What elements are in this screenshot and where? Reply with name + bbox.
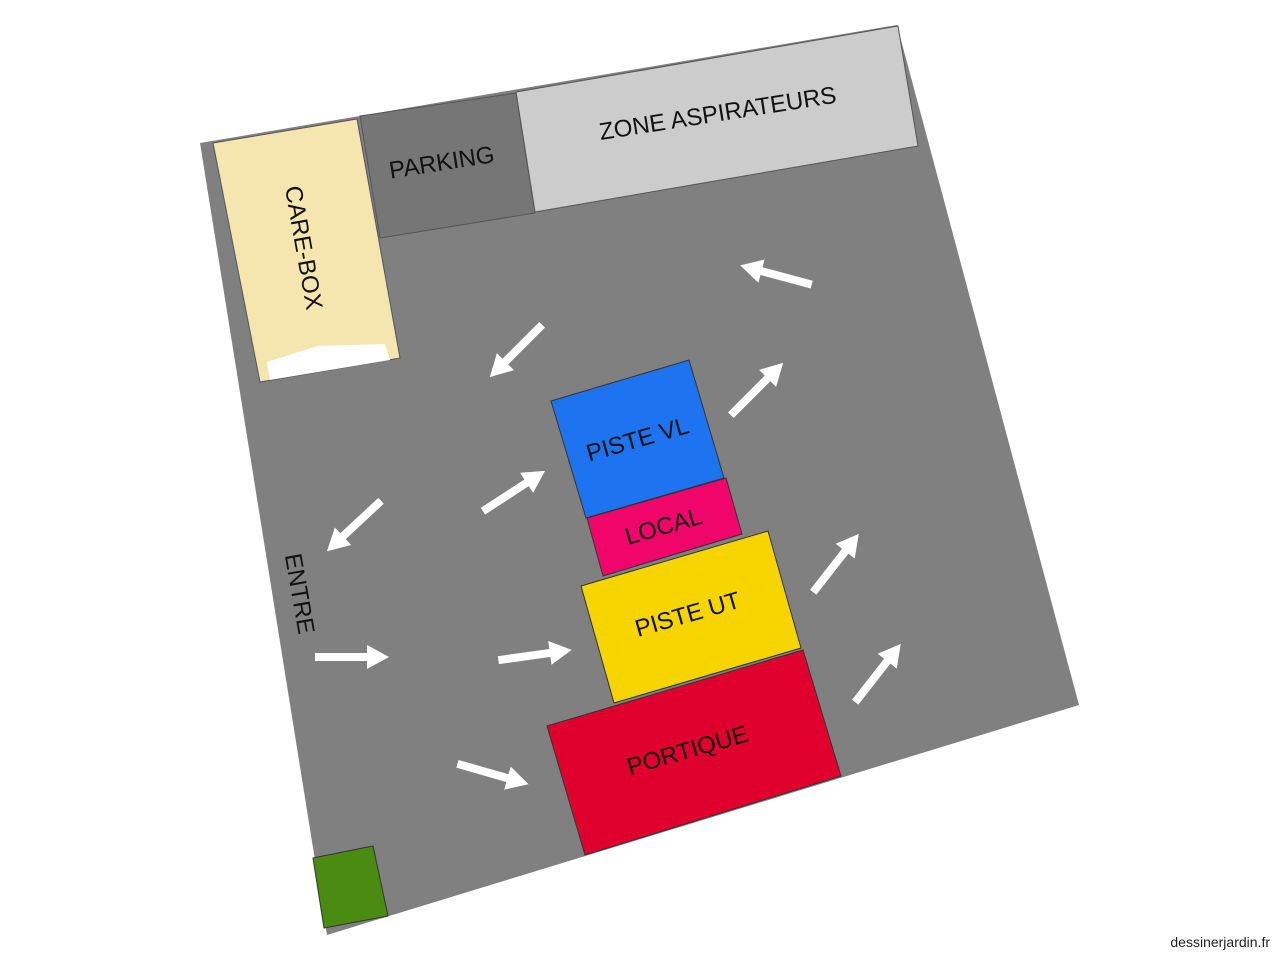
arrow-icon (728, 362, 784, 418)
care-box-zone (212, 118, 401, 383)
arrow-icon (326, 497, 384, 552)
portique-zone (546, 649, 842, 856)
care-box-entry-marking (267, 344, 390, 380)
arrow-icon (315, 645, 389, 669)
arrow-icon (456, 759, 529, 790)
traffic-arrows (315, 259, 901, 790)
arrow-icon (810, 533, 859, 595)
piste-vl-zone (550, 359, 725, 519)
arrow-icon (480, 470, 546, 515)
arrow-icon (489, 322, 545, 378)
arrow-icon (852, 643, 901, 705)
piste-ut-zone (580, 530, 802, 704)
site-credit: dessinerjardin.fr (1170, 934, 1270, 950)
parking-zone (359, 92, 536, 239)
local-zone (586, 477, 743, 577)
green-block (312, 845, 389, 929)
zone-aspirateurs (515, 25, 919, 213)
arrow-icon (740, 259, 813, 289)
arrow-icon (497, 641, 572, 665)
